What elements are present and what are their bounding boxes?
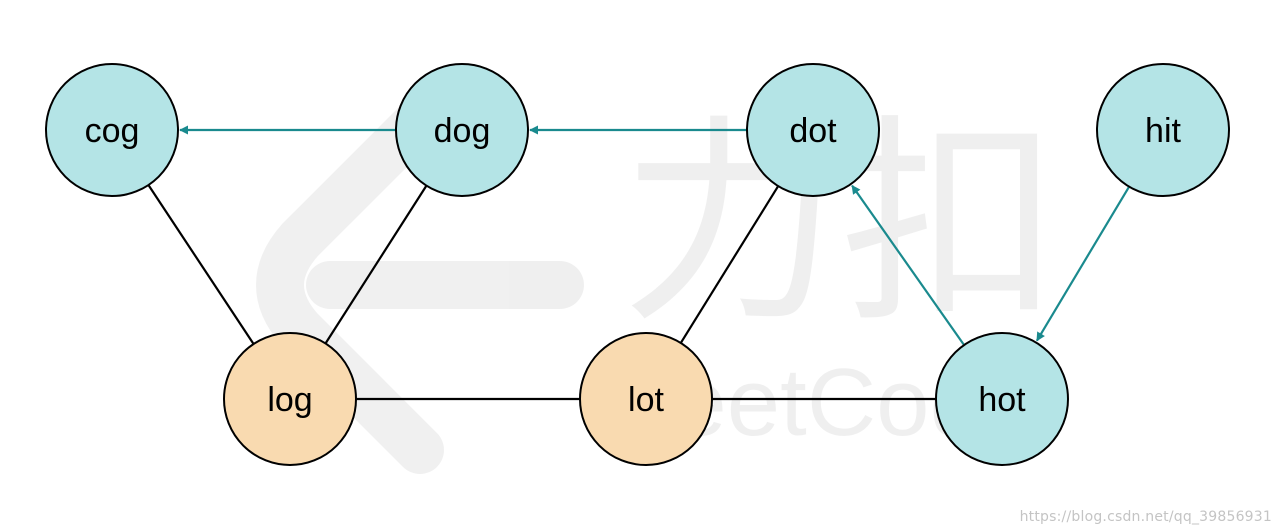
node-dot: dot — [746, 63, 880, 197]
nodes-layer: cog dog dot hit log lot hot — [45, 63, 1230, 466]
node-lot: lot — [579, 332, 713, 466]
node-cog: cog — [45, 63, 179, 197]
node-label-lot: lot — [628, 381, 664, 419]
node-log: log — [223, 332, 357, 466]
edges-layer — [147, 125, 1131, 401]
node-dog: dog — [395, 63, 529, 197]
node-circle-cog — [45, 63, 179, 197]
node-circle-hot — [935, 332, 1069, 466]
node-label-hit: hit — [1145, 112, 1181, 150]
source-credit-text: https://blog.csdn.net/qq_39856931 — [1019, 509, 1272, 525]
node-circle-hit — [1096, 63, 1230, 197]
node-hit: hit — [1096, 63, 1230, 197]
leetcode-logo-icon — [256, 96, 584, 474]
node-circle-dot — [746, 63, 880, 197]
node-label-dog: dog — [434, 112, 491, 150]
node-hot: hot — [935, 332, 1069, 466]
arrow-hot-dot — [851, 184, 965, 346]
node-circle-lot — [579, 332, 713, 466]
arrow-hit-hot — [1035, 186, 1131, 342]
node-label-log: log — [267, 381, 312, 419]
node-label-hot: hot — [978, 381, 1026, 419]
node-circle-log — [223, 332, 357, 466]
node-circle-dog — [395, 63, 529, 197]
node-label-cog: cog — [85, 112, 140, 150]
node-label-dot: dot — [789, 112, 837, 150]
edge-dot-lot — [679, 185, 780, 344]
edge-cog-log — [147, 184, 255, 345]
edge-dog-log — [324, 185, 428, 344]
